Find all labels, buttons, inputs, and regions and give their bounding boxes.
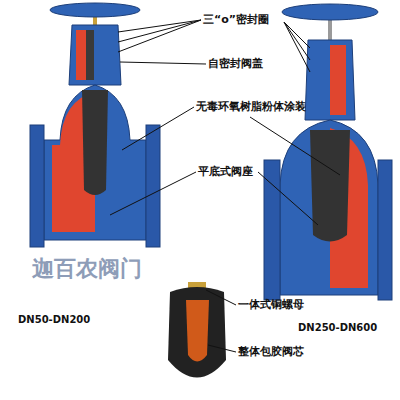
size-label: DN50-DN200 xyxy=(18,314,90,326)
part-label: 平底式阀座 xyxy=(198,165,253,178)
watermark: 迦百农阀门 xyxy=(32,256,142,282)
large-gate-valve xyxy=(264,4,392,300)
part-label: 无毒环氧树脂粉体涂装 xyxy=(196,100,306,113)
part-label: 自密封阀盖 xyxy=(208,57,263,70)
part-label: 整体包胶阀芯 xyxy=(238,345,304,358)
small-gate-valve xyxy=(30,3,160,247)
wedge-detail xyxy=(168,282,226,378)
part-label: 三“o”密封圈 xyxy=(203,13,269,26)
size-label: DN250-DN600 xyxy=(298,322,377,334)
leader-lines xyxy=(110,20,340,352)
part-label: 一体式铜螺母 xyxy=(238,298,304,311)
